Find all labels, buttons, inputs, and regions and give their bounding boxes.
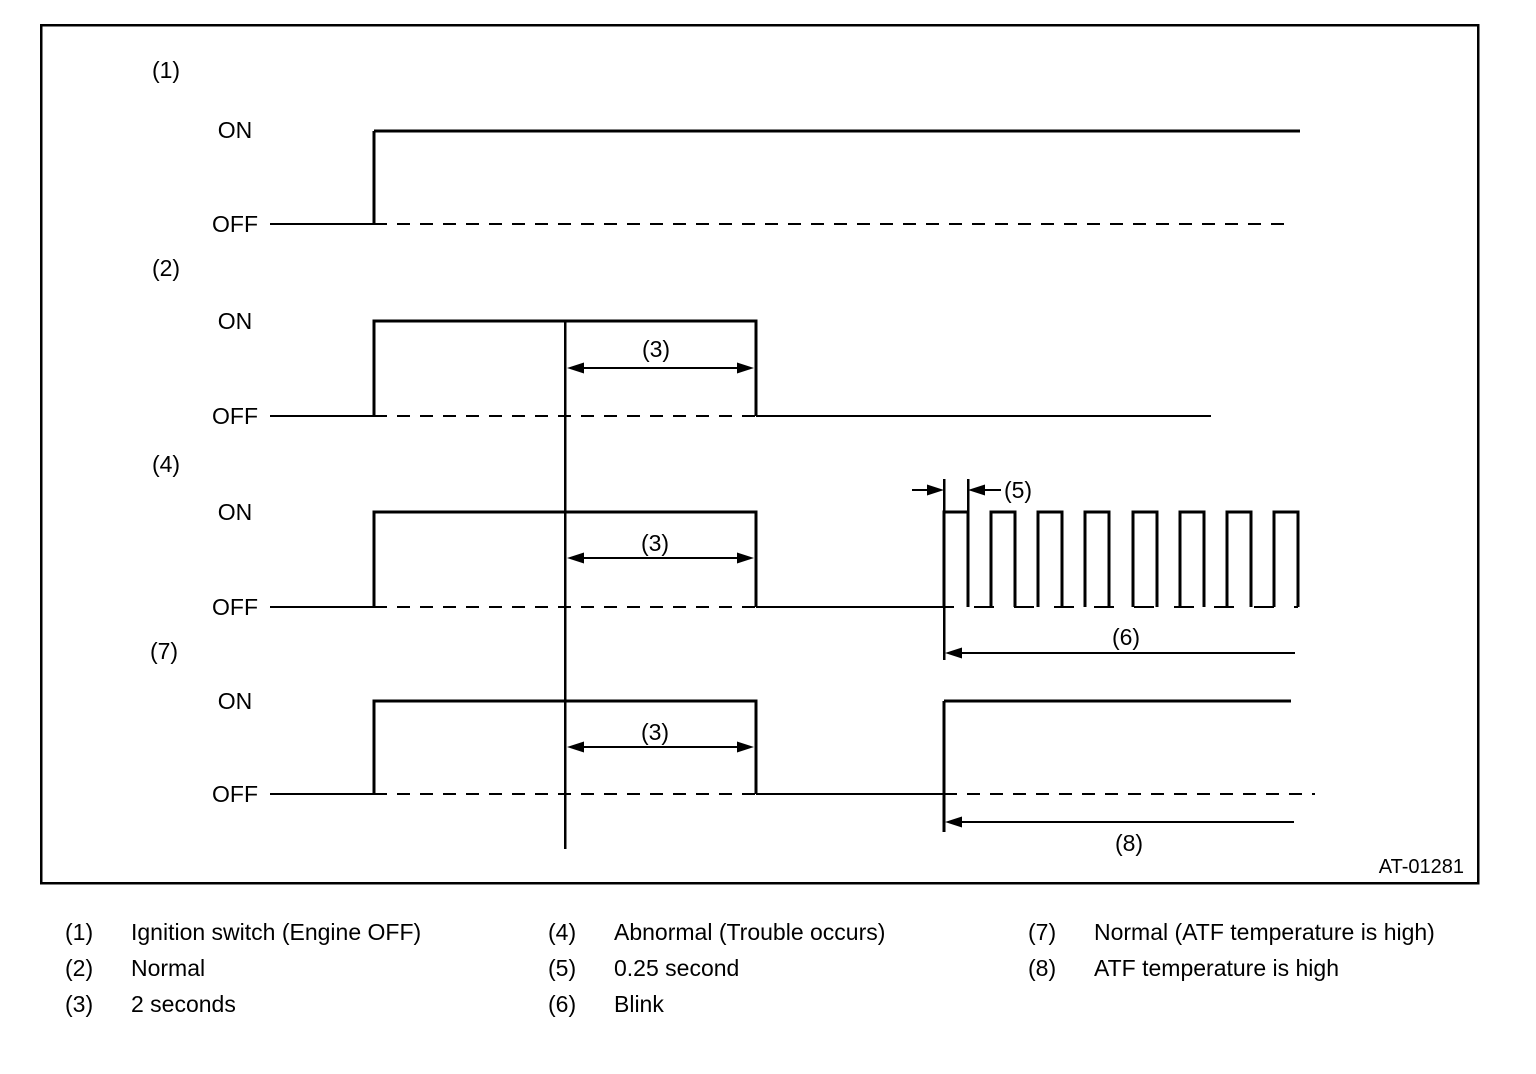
legend-item-7: (7) Normal (ATF temperature is high) xyxy=(1028,914,1435,950)
legend-item-label: 2 seconds xyxy=(131,991,236,1017)
arrow-left-icon xyxy=(968,484,985,496)
legend-item-label: Ignition switch (Engine OFF) xyxy=(131,919,422,945)
legend-item-number: (5) xyxy=(548,955,577,981)
figure-code: AT-01281 xyxy=(1379,856,1464,878)
legend: (1) Ignition switch (Engine OFF) (2) Nor… xyxy=(0,914,1536,1034)
waveform-1-ignition-switch: (1) ON OFF xyxy=(152,57,1300,237)
legend-item-1: (1) Ignition switch (Engine OFF) xyxy=(65,914,421,950)
arrow-left-icon xyxy=(567,362,584,374)
wf2-duration-arrow: (3) xyxy=(567,336,754,374)
legend-item-number: (2) xyxy=(65,955,94,981)
legend-item-label: Blink xyxy=(614,991,664,1017)
legend-item-number: (3) xyxy=(65,991,94,1017)
wf7-duration-arrow: (3) xyxy=(567,719,754,753)
waveform-7-off-label: OFF xyxy=(212,781,258,807)
legend-item-8: (8) ATF temperature is high xyxy=(1028,950,1435,986)
legend-item-number: (6) xyxy=(548,991,577,1017)
waveform-2-off-label: OFF xyxy=(212,403,258,429)
legend-item-label: ATF temperature is high xyxy=(1094,955,1340,981)
waveform-1-off-label: OFF xyxy=(212,211,258,237)
waveform-2-number: (2) xyxy=(152,255,180,281)
wf4-duration-arrow: (3) xyxy=(567,530,754,564)
arrow-left-icon xyxy=(945,816,962,828)
legend-item-label: 0.25 second xyxy=(614,955,740,981)
arrow-left-icon xyxy=(567,552,584,564)
wf7-duration-label: (3) xyxy=(641,719,669,745)
wf7-high-span-annotation: (8) xyxy=(945,816,1294,856)
wf4-duration-label: (3) xyxy=(641,530,669,556)
wf4-blink-pulses xyxy=(942,510,1300,607)
legend-item-6: (6) Blink xyxy=(548,986,885,1022)
waveform-4-abnormal: (4) ON OFF (3) xyxy=(152,451,1300,660)
wf2-duration-label: (3) xyxy=(642,336,670,362)
wf4-blink-span-annotation: (6) xyxy=(945,624,1295,659)
wf4-pulse-width-annotation: (5) xyxy=(912,477,1032,503)
arrow-left-icon xyxy=(945,647,962,659)
legend-item-label: Normal xyxy=(131,955,206,981)
wf7-high-span-label: (8) xyxy=(1115,830,1143,856)
legend-item-number: (4) xyxy=(548,919,577,945)
waveform-1-number: (1) xyxy=(152,57,180,83)
arrow-left-icon xyxy=(567,741,584,753)
waveform-4-off-label: OFF xyxy=(212,594,258,620)
arrow-right-icon xyxy=(737,362,754,374)
waveform-7-on-label: ON xyxy=(218,688,253,714)
waveform-7-number: (7) xyxy=(150,638,178,664)
arrow-right-icon xyxy=(737,741,754,753)
legend-item-label: Abnormal (Trouble occurs) xyxy=(614,919,886,945)
legend-column-1: (1) Ignition switch (Engine OFF) (2) Nor… xyxy=(65,914,421,1022)
diagram-border xyxy=(39,23,1480,885)
wf4-pulse-width-label: (5) xyxy=(1004,477,1032,503)
wf4-blink-span-label: (6) xyxy=(1112,624,1140,650)
legend-column-3: (7) Normal (ATF temperature is high) (8)… xyxy=(1028,914,1435,986)
waveform-4-on-label: ON xyxy=(218,499,253,525)
legend-item-5: (5) 0.25 second xyxy=(548,950,885,986)
legend-item-number: (7) xyxy=(1028,919,1057,945)
legend-item-number: (8) xyxy=(1028,955,1057,981)
legend-item-label: Normal (ATF temperature is high) xyxy=(1094,919,1435,945)
waveform-1-on-label: ON xyxy=(218,117,253,143)
waveform-4-number: (4) xyxy=(152,451,180,477)
legend-item-2: (2) Normal xyxy=(65,950,421,986)
legend-item-number: (1) xyxy=(65,919,94,945)
arrow-right-icon xyxy=(737,552,754,564)
legend-item-3: (3) 2 seconds xyxy=(65,986,421,1022)
legend-column-2: (4) Abnormal (Trouble occurs) (5) 0.25 s… xyxy=(548,914,885,1022)
legend-item-4: (4) Abnormal (Trouble occurs) xyxy=(548,914,885,950)
waveform-7-normal-atf-high: (7) ON OFF (3) (8) xyxy=(150,638,1315,856)
waveform-2-normal: (2) ON OFF (3) xyxy=(152,255,1211,429)
waveform-2-on-label: ON xyxy=(218,308,253,334)
arrow-right-icon xyxy=(927,484,944,496)
